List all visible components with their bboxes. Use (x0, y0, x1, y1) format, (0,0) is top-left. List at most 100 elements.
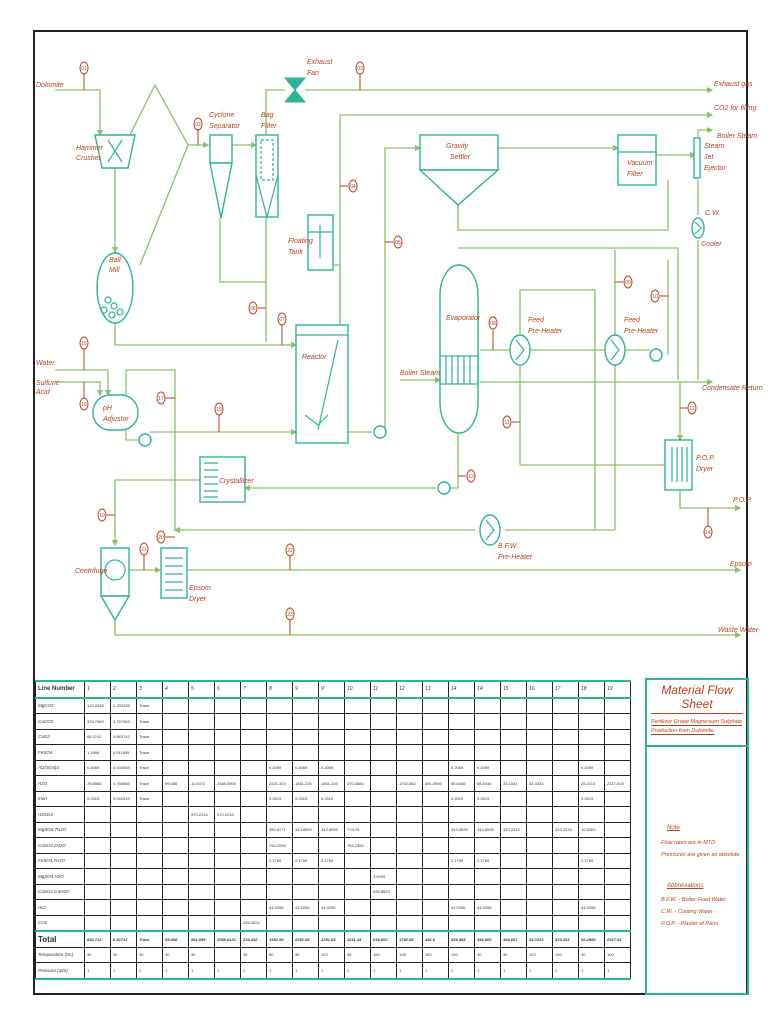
table-cell: 0.002069 (110, 759, 137, 776)
table-cell (136, 868, 163, 885)
sheet-subtitle-1: Fertilizer Grade Magnesium Sulphate (651, 719, 743, 726)
table-cell: 60 (266, 946, 293, 963)
table-cell (526, 821, 553, 838)
label-ph-2: Adjustor (102, 416, 129, 423)
table-cell (500, 914, 527, 932)
table-cell (526, 744, 553, 761)
table-cell (292, 837, 319, 854)
table-cell (448, 914, 475, 932)
label-reactor: Reactor (302, 354, 327, 361)
row-label: H2SO4 (35, 806, 85, 823)
label-epsom: Epsom (730, 561, 752, 568)
table-cell (578, 883, 605, 900)
table-cell (188, 852, 215, 869)
column-header: 10 (344, 680, 371, 699)
label-hammer-crusher-1: Hammer (76, 145, 104, 152)
table-cell (396, 713, 423, 730)
label-ball-mill-1: Ball (109, 257, 121, 264)
table-cell: 44.9256 (292, 899, 319, 916)
label-ph-1: pH (102, 405, 113, 412)
floating-tank (307, 214, 334, 271)
table-cell (370, 713, 397, 730)
table-cell (422, 821, 449, 838)
table-cell: 1 (318, 962, 345, 980)
table-cell (110, 883, 137, 900)
line-tag: 13 (458, 469, 476, 483)
table-cell (396, 883, 423, 900)
pump-icon (138, 433, 152, 447)
table-cell (162, 806, 189, 823)
table-cell (448, 883, 475, 900)
table-cell (500, 899, 527, 916)
table-cell (266, 806, 293, 823)
table-cell (552, 790, 579, 807)
table-cell: 1 (292, 962, 319, 980)
table-cell: 0.2069 (578, 759, 605, 776)
table-cell (344, 728, 371, 745)
label-sulfuric: Sulfuric (36, 380, 60, 387)
table-cell (162, 852, 189, 869)
table-cell (292, 744, 319, 761)
label-ball-mill-2: Mill (109, 267, 120, 274)
column-header: 13 (422, 680, 449, 699)
pipe-pop-out (679, 490, 742, 512)
table-cell (422, 713, 449, 730)
table-cell: 11.6372 (188, 775, 215, 792)
table-cell: 150 (370, 946, 397, 963)
table-cell (604, 837, 631, 854)
table-cell (552, 837, 579, 854)
pipe-ph-pump (125, 430, 140, 441)
table-cell: 0.2069 (292, 759, 319, 776)
row-label: HCl (35, 899, 85, 916)
table-cell (474, 806, 501, 823)
table-cell: 100 (448, 946, 475, 963)
table-cell (500, 852, 527, 869)
hammer-crusher (94, 134, 136, 169)
table-cell: 1 (110, 962, 137, 980)
table-cell: 9.2519 (474, 790, 501, 807)
table-cell (578, 744, 605, 761)
table-cell: 59.086 (162, 930, 189, 948)
bag-filter (255, 134, 279, 220)
table-cell: 44.9256 (448, 899, 475, 916)
table-cell (84, 837, 111, 854)
table-cell (344, 697, 371, 714)
table-cell (110, 837, 137, 854)
table-cell (318, 914, 345, 932)
table-cell: 44.9256 (578, 899, 605, 916)
table-cell (422, 806, 449, 823)
table-cell (604, 868, 631, 885)
table-cell (526, 914, 553, 932)
ball-mill (96, 252, 134, 324)
table-cell: 150 (422, 946, 449, 963)
table-cell (240, 868, 267, 885)
label-cyclone-1: Cyclone (209, 112, 234, 119)
table-cell: 30 (110, 946, 137, 963)
line-tags: 01 02 03 04 05 06 07 08 09 10 11 12 13 1… (79, 61, 713, 635)
table-cell: 458.965 (448, 930, 475, 948)
label-co2: CO2 for filling (714, 105, 757, 112)
centrifuge (99, 547, 131, 622)
table-cell (422, 759, 449, 776)
feed-preheater-2-icon (604, 334, 626, 366)
table-cell (474, 697, 501, 714)
table-cell: 9.2519 (578, 790, 605, 807)
pipe-acid (55, 381, 104, 397)
table-cell: 1 (136, 962, 163, 980)
table-cell (552, 806, 579, 823)
pipe-evap-popdryer (519, 365, 665, 466)
svg-text:11: 11 (504, 420, 509, 426)
table-cell (84, 883, 111, 900)
table-cell: 9.2519 (318, 790, 345, 807)
row-label: Pressure (atm) (35, 962, 85, 980)
table-cell (422, 899, 449, 916)
label-steam-jet-1: Steam (704, 143, 724, 150)
table-cell: 491.6 (422, 930, 449, 948)
table-cell (526, 837, 553, 854)
pipe-waste-water (114, 608, 742, 639)
pipe-co2 (339, 111, 714, 330)
table-cell (110, 806, 137, 823)
line-tag: 21 (139, 542, 149, 570)
table-cell (474, 868, 501, 885)
